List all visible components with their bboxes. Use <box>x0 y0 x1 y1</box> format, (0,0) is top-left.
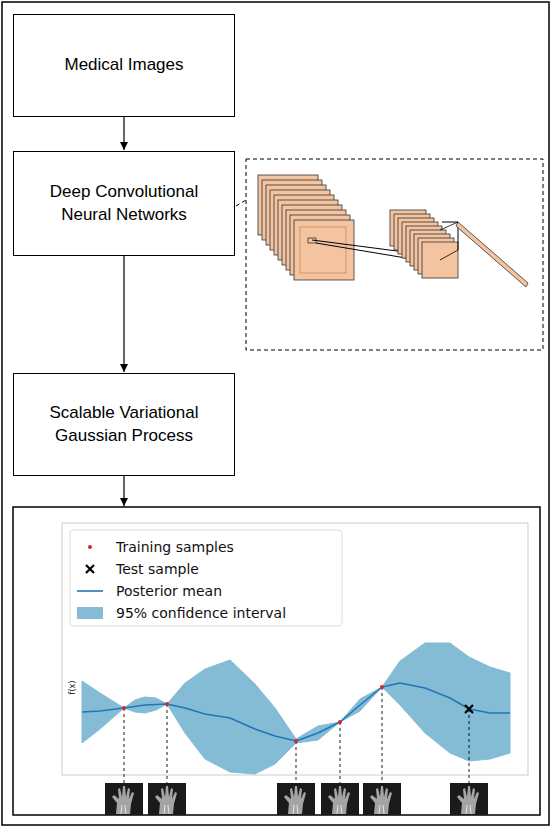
process-box: Deep Convolutional Neural Networks <box>13 151 235 256</box>
box-label: Deep Convolutional Neural Networks <box>14 181 234 225</box>
flow-arrow <box>123 117 124 150</box>
legend-text: 95% confidence interval <box>116 604 286 622</box>
legend-text: Test sample <box>116 560 199 578</box>
legend-text: Training samples <box>116 538 234 556</box>
box-label: Medical Images <box>54 54 193 76</box>
process-box: Medical Images <box>13 14 235 117</box>
legend-text: Posterior mean <box>116 582 222 600</box>
flow-arrow <box>123 256 124 372</box>
legend-swatch <box>77 607 103 619</box>
axis-label: f(x) <box>68 681 77 695</box>
box-label: Scalable Variational Gaussian Process <box>14 402 234 446</box>
process-box: Scalable Variational Gaussian Process <box>13 373 235 476</box>
